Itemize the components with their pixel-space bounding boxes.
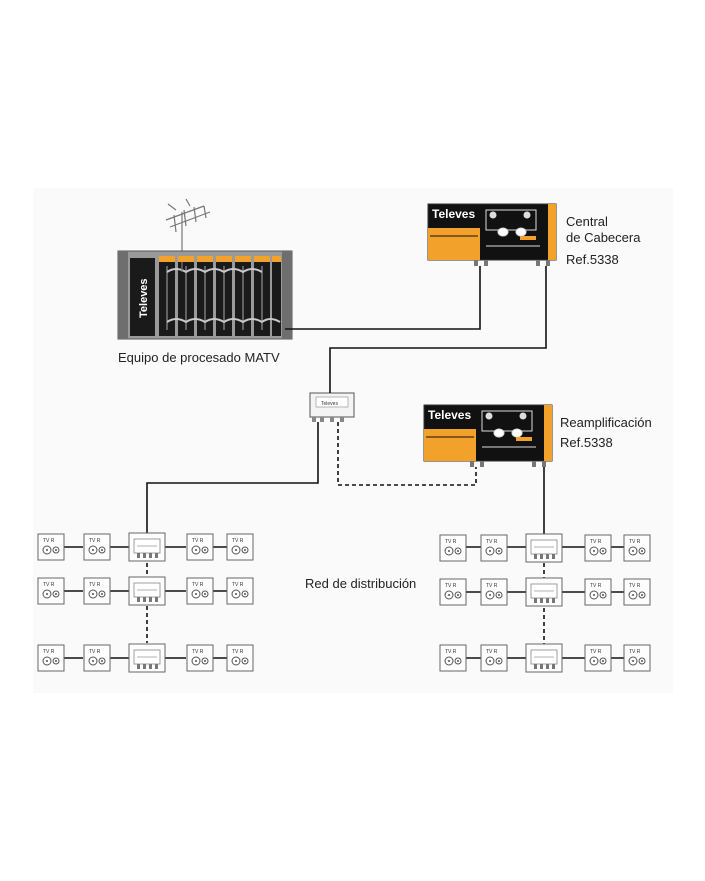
svg-text:TV R: TV R bbox=[43, 538, 55, 544]
distribution-network: TV R TV R TV R TV R TV R TV R TV R TV R TV R TV R… bbox=[37, 532, 651, 673]
svg-text:TV R: TV R bbox=[629, 539, 641, 545]
svg-text:TV R: TV R bbox=[486, 539, 498, 545]
tv-outlet: TV R bbox=[37, 644, 65, 672]
tv-outlet: TV R bbox=[439, 578, 467, 606]
svg-text:TV R: TV R bbox=[590, 649, 602, 655]
svg-text:TV R: TV R bbox=[629, 649, 641, 655]
svg-text:TV R: TV R bbox=[232, 538, 244, 544]
tv-outlet: TV R bbox=[623, 578, 651, 606]
tv-outlet: TV R bbox=[480, 534, 508, 562]
matv-rack: Televes bbox=[117, 198, 293, 340]
svg-text:TV R: TV R bbox=[43, 582, 55, 588]
tv-outlet: TV R bbox=[37, 533, 65, 561]
svg-text:TV R: TV R bbox=[590, 583, 602, 589]
svg-text:TV R: TV R bbox=[486, 583, 498, 589]
svg-text:TV R: TV R bbox=[89, 582, 101, 588]
svg-text:TV R: TV R bbox=[629, 583, 641, 589]
tv-outlet: TV R bbox=[186, 533, 214, 561]
svg-text:TV R: TV R bbox=[43, 649, 55, 655]
tv-outlet: TV R bbox=[83, 533, 111, 561]
svg-text:TV R: TV R bbox=[590, 539, 602, 545]
cables bbox=[64, 266, 624, 659]
tv-outlet: TV R bbox=[439, 644, 467, 672]
svg-text:TV R: TV R bbox=[445, 539, 457, 545]
tv-outlet: TV R bbox=[226, 533, 254, 561]
tv-outlet: TV R bbox=[439, 534, 467, 562]
tv-outlet: TV R bbox=[186, 577, 214, 605]
tap-box bbox=[128, 532, 166, 562]
tv-outlet: TV R bbox=[83, 644, 111, 672]
tap-box bbox=[525, 533, 563, 563]
svg-text:TV R: TV R bbox=[89, 538, 101, 544]
tv-outlet: TV R bbox=[584, 534, 612, 562]
tv-outlet: TV R bbox=[623, 534, 651, 562]
central-ref: Ref.5338 bbox=[566, 252, 619, 267]
tv-outlet: TV R bbox=[226, 577, 254, 605]
tap-box bbox=[128, 643, 166, 673]
red-label: Red de distribución bbox=[305, 576, 416, 591]
svg-text:TV R: TV R bbox=[232, 582, 244, 588]
svg-text:TV R: TV R bbox=[192, 582, 204, 588]
reamplifier: Televes bbox=[423, 404, 553, 467]
tv-outlet: TV R bbox=[480, 644, 508, 672]
svg-text:TV R: TV R bbox=[445, 649, 457, 655]
reamp-brand-logo: Televes bbox=[428, 408, 471, 422]
svg-text:TV R: TV R bbox=[192, 538, 204, 544]
tv-outlet: TV R bbox=[584, 644, 612, 672]
tv-outlet: TV R bbox=[623, 644, 651, 672]
tv-outlet: TV R bbox=[37, 577, 65, 605]
svg-text:TV R: TV R bbox=[192, 649, 204, 655]
tv-outlet: TV R bbox=[480, 578, 508, 606]
head-end-amplifier: Televes bbox=[427, 203, 557, 266]
svg-text:TV R: TV R bbox=[445, 583, 457, 589]
central-label-line2: de Cabecera bbox=[566, 230, 641, 245]
central-brand-logo: Televes bbox=[432, 207, 475, 221]
tv-outlet: TV R bbox=[186, 644, 214, 672]
tv-outlet: TV R bbox=[226, 644, 254, 672]
svg-text:TV R: TV R bbox=[89, 649, 101, 655]
svg-text:TV R: TV R bbox=[486, 649, 498, 655]
reamp-label: Reamplificación bbox=[560, 415, 652, 430]
tv-outlet: TV R bbox=[83, 577, 111, 605]
rack-modules bbox=[159, 256, 281, 336]
tap-box bbox=[525, 577, 563, 607]
svg-text:TV R: TV R bbox=[232, 649, 244, 655]
svg-text:Televes: Televes bbox=[321, 401, 338, 407]
tap-box bbox=[128, 576, 166, 606]
reamp-ref: Ref.5338 bbox=[560, 435, 613, 450]
splitter: Televes bbox=[309, 392, 355, 422]
central-label-line1: Central bbox=[566, 214, 608, 229]
rack-brand-logo: Televes bbox=[138, 278, 150, 318]
tap-box bbox=[525, 643, 563, 673]
matv-label: Equipo de procesado MATV bbox=[118, 350, 280, 365]
tv-outlet: TV R bbox=[584, 578, 612, 606]
